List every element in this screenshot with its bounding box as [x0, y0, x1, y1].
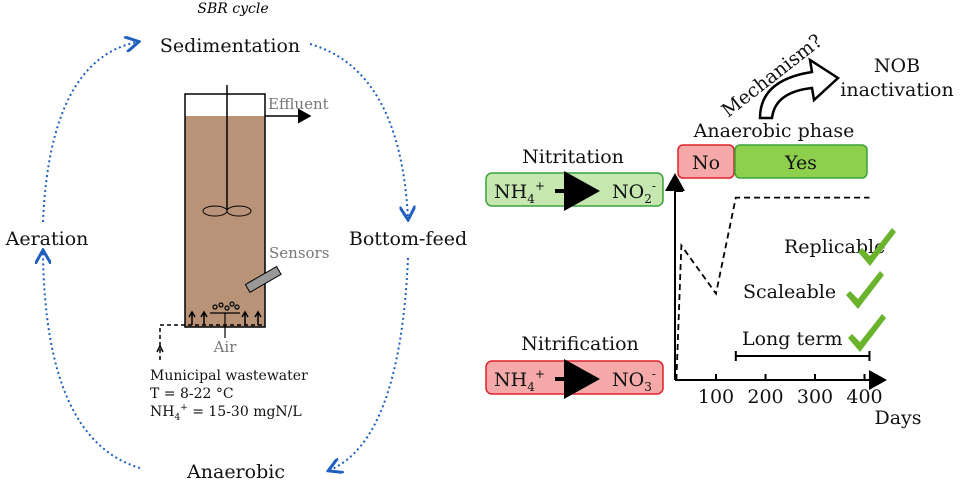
air-label: Air [213, 338, 238, 356]
effluent-label: Effluent [268, 95, 329, 113]
x-tick-label: 200 [747, 386, 783, 408]
phase-yes-label: Yes [784, 152, 817, 174]
influent-line2: T = 8-22 °C [150, 386, 234, 402]
curved-arrow-icon [758, 57, 841, 120]
anaerobic-phase-title: Anaerobic phase [693, 120, 855, 142]
reactor: Effluent Sensors Air Municipal wastewate… [150, 85, 329, 423]
nitritation-to: NO2- [612, 179, 656, 206]
arrow-sed-to-feed [309, 43, 408, 218]
nitritation-line [675, 196, 870, 381]
check-icon [858, 228, 896, 266]
check-icon [846, 271, 884, 309]
phase-no-box [677, 144, 735, 179]
nitritation-from: NH4+ [494, 179, 545, 206]
x-axis-label: Days [874, 407, 921, 429]
cycle-arrows [43, 42, 408, 470]
checkmarks [846, 228, 896, 352]
nob-line1: NOB [874, 55, 920, 77]
chart: Days Replicable Scaleable Long term 100 2… [665, 173, 922, 429]
nitrification-title: Nitrification [521, 333, 639, 355]
phase-no-label: No [692, 152, 720, 174]
influent-line1: Municipal wastewater [150, 368, 308, 384]
phase-aeration: Aeration [5, 228, 89, 250]
x-tick-label: 400 [846, 386, 882, 408]
nitritation-title: Nitritation [522, 146, 624, 168]
check-icon [848, 314, 886, 352]
nob-line2: inactivation [840, 79, 953, 101]
check-label-replicable: Replicable [784, 236, 885, 258]
phase-bottom-feed: Bottom-feed [349, 228, 467, 250]
check-label-scaleable: Scaleable [743, 281, 836, 303]
phase-sedimentation: Sedimentation [160, 35, 300, 57]
cycle-title: SBR cycle [197, 1, 268, 17]
phase-anaerobic: Anaerobic [186, 461, 285, 482]
phase-yes-box [734, 144, 868, 179]
nitrification-from: NH4+ [494, 367, 545, 394]
check-label-long-term: Long term [742, 328, 842, 350]
feed-arrows [156, 310, 265, 360]
arrow-aeration-to-sed [42, 42, 137, 223]
arrow-feed-to-anaerobic [330, 257, 409, 470]
influent-line3: NH4+ = 15-30 mgN/L [150, 403, 302, 423]
x-tick-label: 100 [698, 386, 734, 408]
x-tick-label: 300 [797, 386, 833, 408]
air-diffuser [210, 301, 240, 338]
arrow-anaerobic-to-aeration [43, 252, 141, 469]
nitrification-to: NO3- [612, 367, 656, 394]
sensors-label: Sensors [269, 244, 329, 262]
sensor-probe [244, 265, 282, 294]
